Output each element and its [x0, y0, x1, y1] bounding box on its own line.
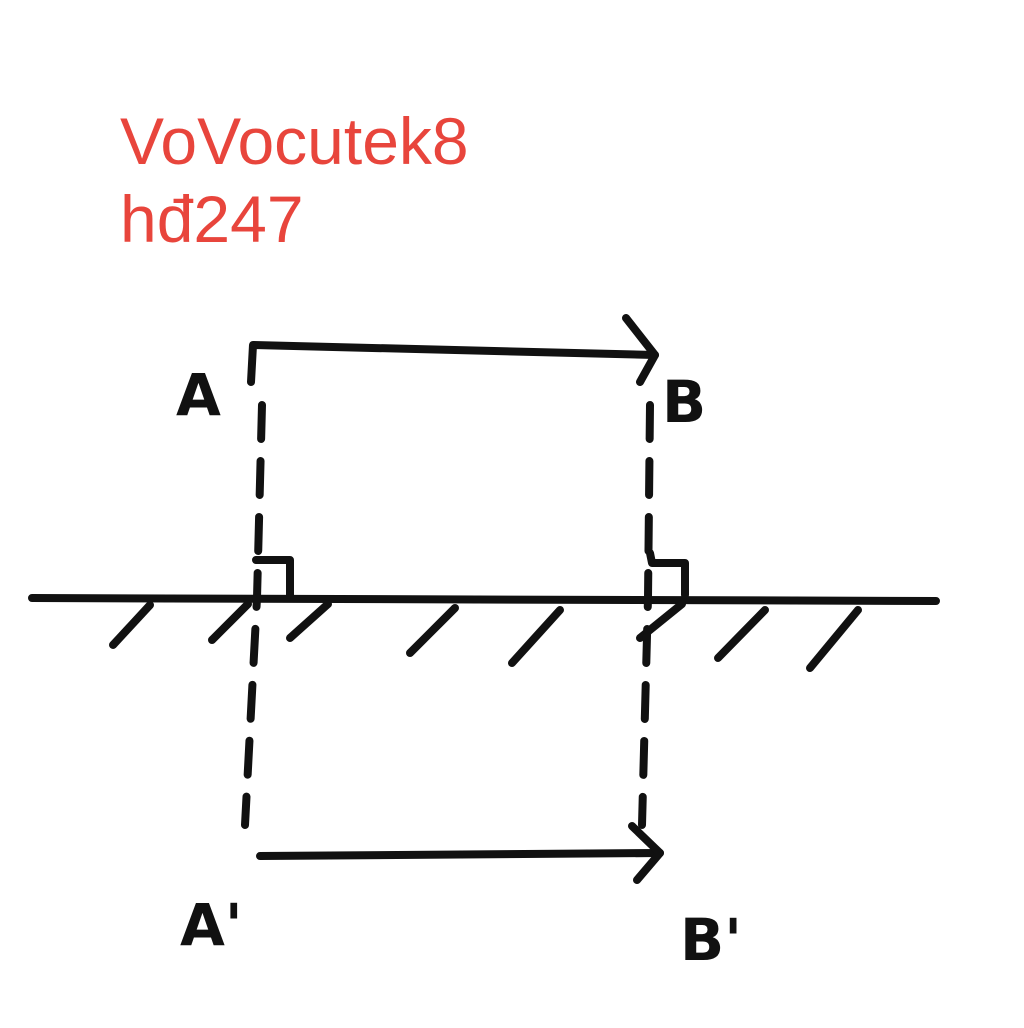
label-b-prime: B'	[680, 906, 742, 974]
right-angle-marker-a	[252, 556, 294, 599]
projection-dashed-a	[241, 401, 266, 829]
watermark-line-1: VoVocutek8	[120, 104, 469, 178]
label-a: A	[176, 361, 221, 429]
watermark-line-2: hđ247	[120, 182, 304, 256]
mirror-line	[28, 594, 940, 605]
vector-a-prime-b-prime	[256, 822, 664, 884]
projection-dashed-b	[638, 401, 654, 829]
mirror-hatching	[109, 600, 862, 672]
label-b: B	[662, 368, 706, 436]
vector-ab	[247, 314, 659, 386]
label-a-prime: A'	[180, 891, 243, 959]
right-angle-marker-b	[646, 549, 689, 599]
